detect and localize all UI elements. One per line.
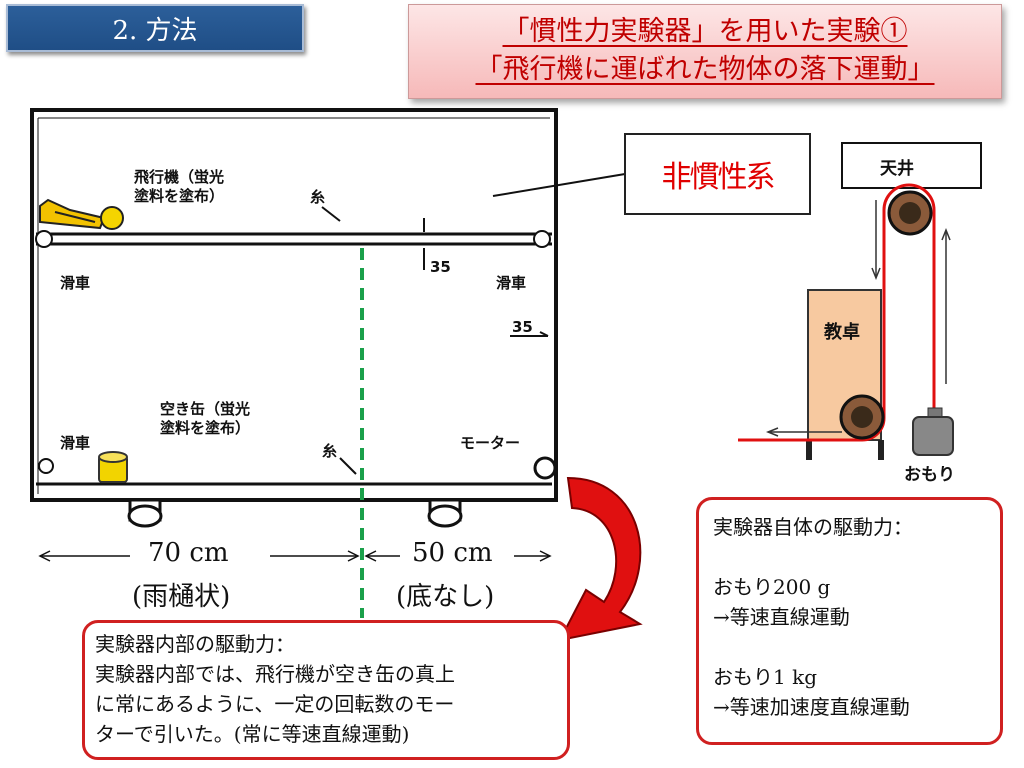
airplane-label: 飛行機（蛍光 塗料を塗布） [134,168,224,206]
callout-external-drive: 実験器自体の駆動力： おもり200 g →等速直線運動 おもり1 kg →等速加… [696,497,1003,745]
right-type-label: (底なし) [396,582,495,612]
apparatus-box [30,108,558,502]
callout-right-heading: 実験器自体の駆動力： [713,515,913,539]
can-label: 空き缶（蛍光 塗料を塗布） [160,400,250,438]
pulley-bottom-left [38,458,54,474]
callout-left-line-2: 実験器内部では、飛行機が空き缶の真上 [95,662,455,686]
airplane-icon [39,198,124,230]
callout-right-item2-b: →等速加速度直線運動 [713,695,910,719]
callout-left-line-1: 実験器内部の駆動力： [95,632,295,656]
airplane-label-line-2: 塗料を塗布） [134,187,225,205]
weight-icon [912,416,954,456]
callout-left-line-4: ターで引いた。(常に等速直線運動) [95,722,410,746]
left-type-label: (雨樋状) [132,582,231,612]
title-line-1: 「慣性力実験器」を用いた実験① [502,16,908,47]
frame-pointer-line [492,173,626,197]
can-label-line-2: 塗料を塗布） [160,419,251,437]
belt-line [738,183,936,442]
left-length-label: 70 cm [148,538,229,568]
title-line-2: 「飛行機に運ばれた物体の落下運動」 [475,54,935,85]
pulley-top-left [35,230,53,248]
motor-label: モーター [460,434,521,452]
right-length-label: 50 cm [412,538,493,568]
desk-label: 教卓 [824,322,860,343]
callout-right-item1-a: おもり200 g [713,575,831,599]
airplane-label-line-1: 飛行機（蛍光 [134,168,225,186]
string-label-top: 糸 [310,188,326,206]
frame-label: 非慣性系 [624,133,811,215]
dim-35-right: 35 [512,318,533,336]
callout-internal-drive: 実験器内部の駆動力： 実験器内部では、飛行機が空き缶の真上 に常にあるように、一… [82,620,570,760]
can-label-line-1: 空き缶（蛍光 [160,400,251,418]
curved-arrow-icon [558,476,643,642]
ceiling-label: 天井 [880,159,914,179]
pulley-label-top-right: 滑車 [496,274,527,292]
slide-title: 「慣性力実験器」を用いた実験① 「飛行機に運ばれた物体の落下運動」 [408,4,1002,99]
ceiling-box [841,142,982,189]
motor-wheel [533,456,557,480]
callout-left-line-3: に常にあるように、一定の回転数のモー [95,692,455,716]
callout-right-item2-a: おもり1 kg [713,665,818,689]
pulley-label-top-left: 滑車 [60,274,91,292]
string-label-bottom: 糸 [322,442,338,460]
dim-35-top: 35 [430,258,451,276]
callout-right-item1-b: →等速直線運動 [713,605,850,629]
weight-label: おもり [904,465,955,485]
pulley-label-bottom-left: 滑車 [60,434,91,452]
pulley-top-right [533,230,551,248]
section-tab: 2. 方法 [6,4,304,52]
